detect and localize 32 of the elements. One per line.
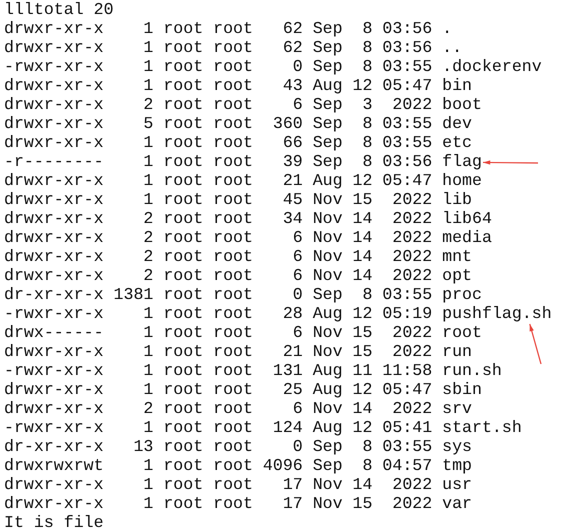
listing-row: drwxr-xr-x 1 root root 21 Nov 15 2022 run: [4, 342, 472, 361]
listing-row: drwxr-xr-x 1 root root 17 Nov 15 2022 var: [4, 494, 472, 513]
listing-row: drwxr-xr-x 2 root root 34 Nov 14 2022 lib64: [4, 209, 492, 228]
output-message: It is file: [4, 513, 104, 529]
listing-row: -r-------- 1 root root 39 Sep 8 03:56: [4, 152, 432, 171]
listing-row: drwxrwxrwt 1 root root 4096 Sep 8 04:57 tmp: [4, 456, 472, 475]
listing-row: drwxr-xr-x 1 root root 25 Aug 12 05:47 sbin: [4, 380, 482, 399]
listing-row: drwxr-xr-x 2 root root 6 Sep 3 2022 boot: [4, 95, 482, 114]
file-name: pushflag.sh: [442, 304, 552, 323]
listing-row: -rwxr-xr-x 1 root root 124 Aug 12 05:41 start.sh: [4, 418, 522, 437]
arrow: [529, 324, 542, 364]
arrow: [483, 160, 538, 165]
listing-row: drwxr-xr-x 1 root root 66 Sep 8 03:55 etc: [4, 133, 472, 152]
listing-row: dr-xr-xr-x 13 root root 0 Sep 8 03:55 sys: [4, 437, 472, 456]
listing-row: -rwxr-xr-x 1 root root 131 Aug 11 11:58 run.sh: [4, 361, 502, 380]
listing-row: drwxr-xr-x 5 root root 360 Sep 8 03:55 dev: [4, 114, 472, 133]
listing-row: drwxr-xr-x 1 root root 21 Aug 12 05:47 home: [4, 171, 482, 190]
listing-row: -rwxr-xr-x 1 root root 0 Sep 8 03:55 .dockerenv: [4, 57, 542, 76]
listing-row: dr-xr-xr-x 1381 root root 0 Sep 8 03:55 proc: [4, 285, 482, 304]
listing-row: drwxr-xr-x 2 root root 6 Nov 14 2022 mnt: [4, 247, 472, 266]
listing-row: drwxr-xr-x 1 root root 43 Aug 12 05:47 bin: [4, 76, 472, 95]
listing-row: drwxr-xr-x 1 root root 62 Sep 8 03:56 ..: [4, 38, 462, 57]
listing-row: drwxr-xr-x 2 root root 6 Nov 14 2022 srv: [4, 399, 472, 418]
file-name: flag: [442, 152, 482, 171]
listing-row: drwxr-xr-x 2 root root 6 Nov 14 2022 media: [4, 228, 492, 247]
listing-row: drwxr-xr-x 2 root root 6 Nov 14 2022 opt: [4, 266, 472, 285]
listing-row: -rwxr-xr-x 1 root root 28 Aug 12 05:19: [4, 304, 432, 323]
listing-row: drwxr-xr-x 1 root root 17 Nov 14 2022 usr: [4, 475, 472, 494]
listing-row: drwxr-xr-x 1 root root 45 Nov 15 2022 lib: [4, 190, 472, 209]
command-output-line: llltotal 20: [4, 0, 114, 19]
listing-row: drwx------ 1 root root 6 Nov 15 2022 root: [4, 323, 482, 342]
listing-row: drwxr-xr-x 1 root root 62 Sep 8 03:56 .: [4, 19, 452, 38]
